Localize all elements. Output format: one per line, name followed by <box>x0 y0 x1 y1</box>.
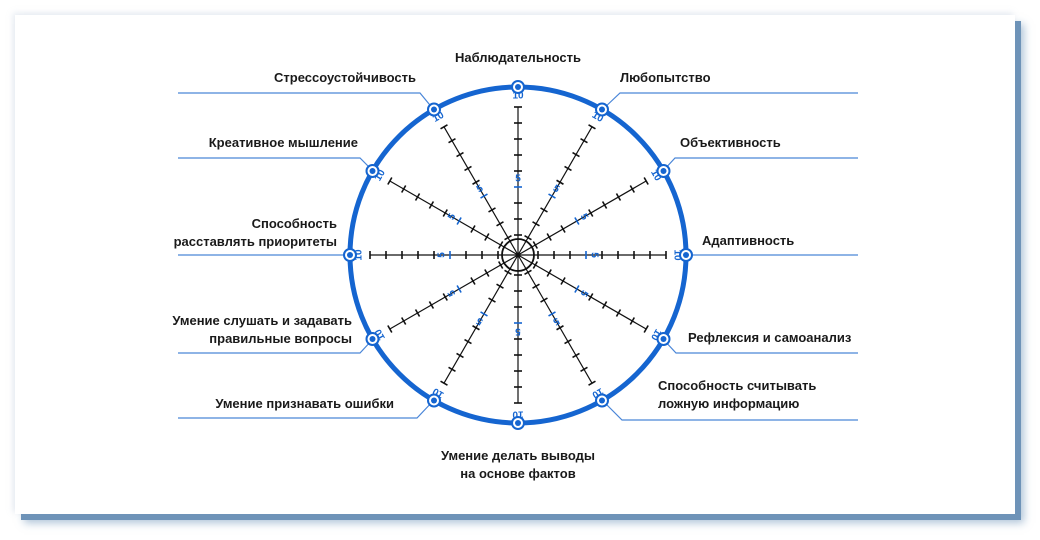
spoke: 105 <box>373 168 519 256</box>
diagram-card <box>15 15 1015 514</box>
scale-label: 5 <box>551 183 562 196</box>
node-marker <box>656 332 671 346</box>
competency-label: Стрессоустойчивость <box>274 70 416 85</box>
spoke: 10 5 <box>512 91 524 255</box>
scale-label: 5 <box>515 326 521 337</box>
spoke: 105 <box>431 254 519 400</box>
scale-label: 5 <box>577 288 590 299</box>
center-dot <box>515 252 521 258</box>
competency-label: Объективность <box>680 135 781 150</box>
scale-label: 10 <box>512 91 524 102</box>
node-marker <box>511 416 525 430</box>
spoke: 10 5 <box>518 249 683 261</box>
node-marker <box>679 248 693 262</box>
node-marker <box>343 248 357 262</box>
leader-line <box>178 157 374 172</box>
scale-label: 5 <box>446 287 459 298</box>
leader-line <box>178 399 435 419</box>
spoke: 10 5 <box>512 255 524 420</box>
scale-label: 5 <box>589 252 600 258</box>
center-circle <box>501 238 535 272</box>
node-marker <box>595 102 609 117</box>
competency-label: Рефлексия и самоанализ <box>688 330 852 345</box>
node-marker <box>365 164 380 178</box>
node-marker <box>656 164 671 178</box>
competency-label: Умение признавать ошибки <box>215 396 394 411</box>
competency-label: Креативное мышление <box>209 135 358 150</box>
leader-line <box>178 92 435 111</box>
spoke: 105 <box>517 254 605 400</box>
scale-label: 5 <box>475 183 486 196</box>
node-marker <box>427 393 441 408</box>
competency-label: Адаптивность <box>702 233 794 248</box>
node-marker <box>595 393 609 408</box>
spoke: 105 <box>517 168 663 256</box>
competency-label: Наблюдательность <box>455 50 581 65</box>
scale-label: 10 <box>672 249 683 261</box>
scale-label: 5 <box>437 252 448 258</box>
spoke: 105 <box>517 110 605 256</box>
scale-label: 5 <box>578 212 591 223</box>
leader-line <box>662 157 858 172</box>
node-marker <box>427 102 441 117</box>
leader-line <box>601 92 858 111</box>
spoke: 10 5 <box>354 249 518 261</box>
scale-label: 5 <box>446 211 459 222</box>
competency-label: Любопытство <box>620 70 711 85</box>
spoke: 105 <box>431 110 519 256</box>
scale-label: 5 <box>515 174 521 185</box>
scale-label: 5 <box>550 315 561 328</box>
scale-label: 10 <box>354 249 365 261</box>
leader-line <box>601 399 858 421</box>
node-marker <box>511 80 525 94</box>
scale-label: 10 <box>512 409 524 420</box>
scale-label: 5 <box>474 314 485 327</box>
spoke: 105 <box>517 254 663 342</box>
node-marker <box>365 332 380 346</box>
spoke: 105 <box>373 254 519 342</box>
